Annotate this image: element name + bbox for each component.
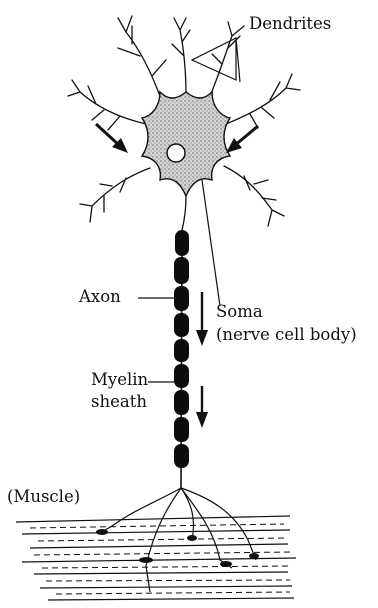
myelin-label: Myelin (91, 370, 148, 390)
dendrites-label: Dendrites (249, 14, 331, 34)
soma-sublabel: (nerve cell body) (216, 325, 357, 345)
dendrites-leader (192, 38, 240, 82)
signal-arrow-lower (196, 386, 208, 428)
signal-arrow-upper (196, 292, 208, 346)
soma-leader (202, 180, 220, 306)
motor-endplates (96, 529, 259, 567)
myelin-sheath-segments (174, 230, 189, 468)
axon-label: Axon (79, 287, 121, 307)
soma-body (142, 92, 230, 196)
muscle-label: (Muscle) (7, 487, 80, 507)
soma-label: Soma (216, 302, 263, 322)
input-arrow-right (226, 126, 258, 153)
sheath-label: sheath (91, 392, 147, 412)
input-arrow-left (96, 124, 128, 153)
nucleus (167, 144, 185, 162)
